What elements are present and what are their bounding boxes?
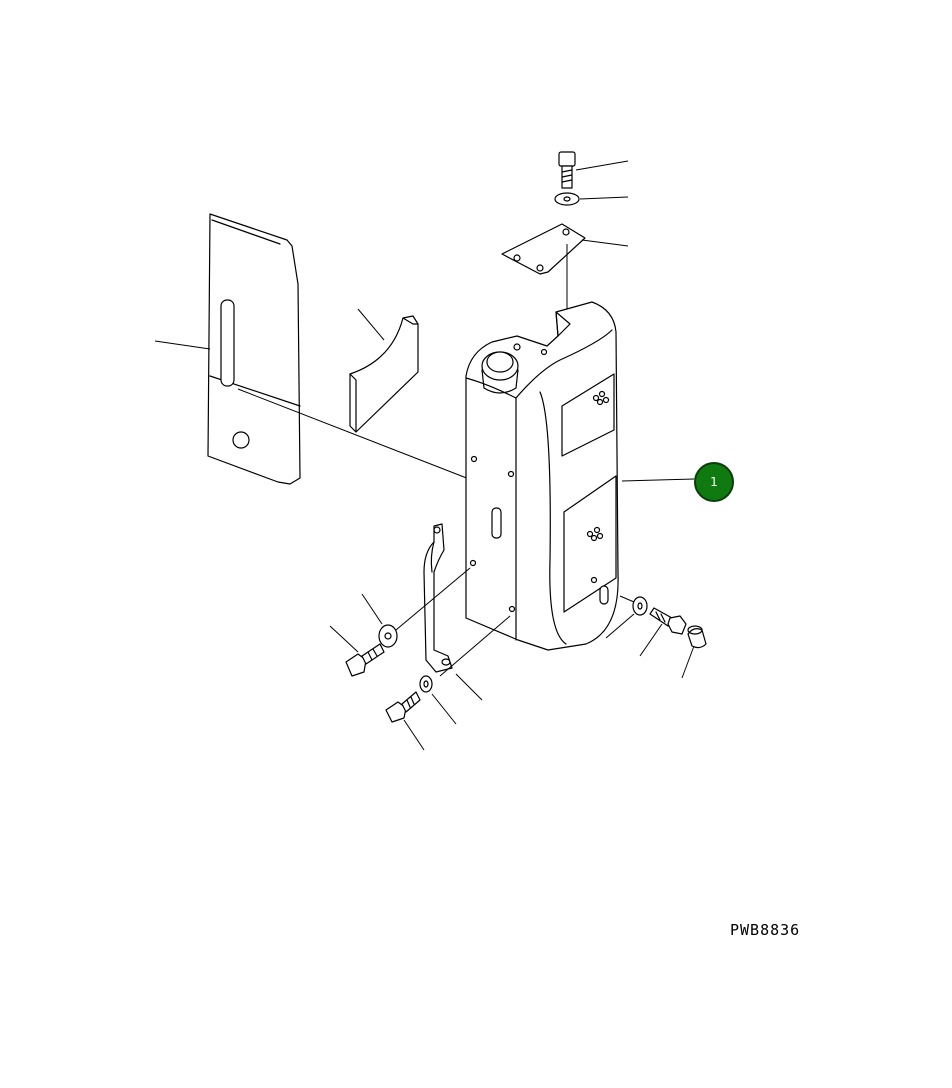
leader-left-washer (361, 593, 383, 625)
leader-lower-washer (431, 693, 457, 725)
leader-bracket (581, 239, 629, 247)
lower-washer (419, 675, 433, 693)
drawing-code: PWB8836 (730, 921, 801, 939)
leader-rubber-pad (357, 308, 385, 341)
leader-plug-cap (681, 645, 695, 679)
side-cover-plate (207, 213, 301, 485)
top-washer (554, 192, 580, 206)
plug-cap (687, 625, 707, 649)
rubber-pad (349, 315, 419, 433)
leader-right-washer (605, 613, 635, 639)
right-washer (632, 596, 648, 616)
leader-right-bolt (639, 623, 663, 657)
left-washer (378, 624, 398, 648)
leader-side-cover (154, 340, 211, 350)
leader-top-bolt (575, 160, 629, 171)
grab-handle (423, 523, 453, 673)
alignment-line-cover (237, 388, 483, 485)
right-washer-axis (619, 595, 635, 603)
bracket-plate (501, 223, 586, 275)
reservoir-tank (465, 301, 619, 651)
top-bolt (558, 151, 576, 189)
leader-top-washer (579, 196, 629, 200)
handle-axis-upper (383, 567, 471, 641)
leader-tank (621, 478, 695, 482)
leader-lower-bolt (403, 719, 425, 751)
leader-handle (455, 673, 483, 701)
callout-marker-1[interactable]: 1 (694, 462, 734, 502)
callout-label: 1 (710, 475, 718, 489)
leader-left-bolt (329, 625, 359, 653)
handle-axis-lower (439, 615, 511, 677)
right-bolt (649, 607, 687, 635)
left-bolt (345, 643, 385, 677)
lower-bolt (385, 691, 421, 723)
